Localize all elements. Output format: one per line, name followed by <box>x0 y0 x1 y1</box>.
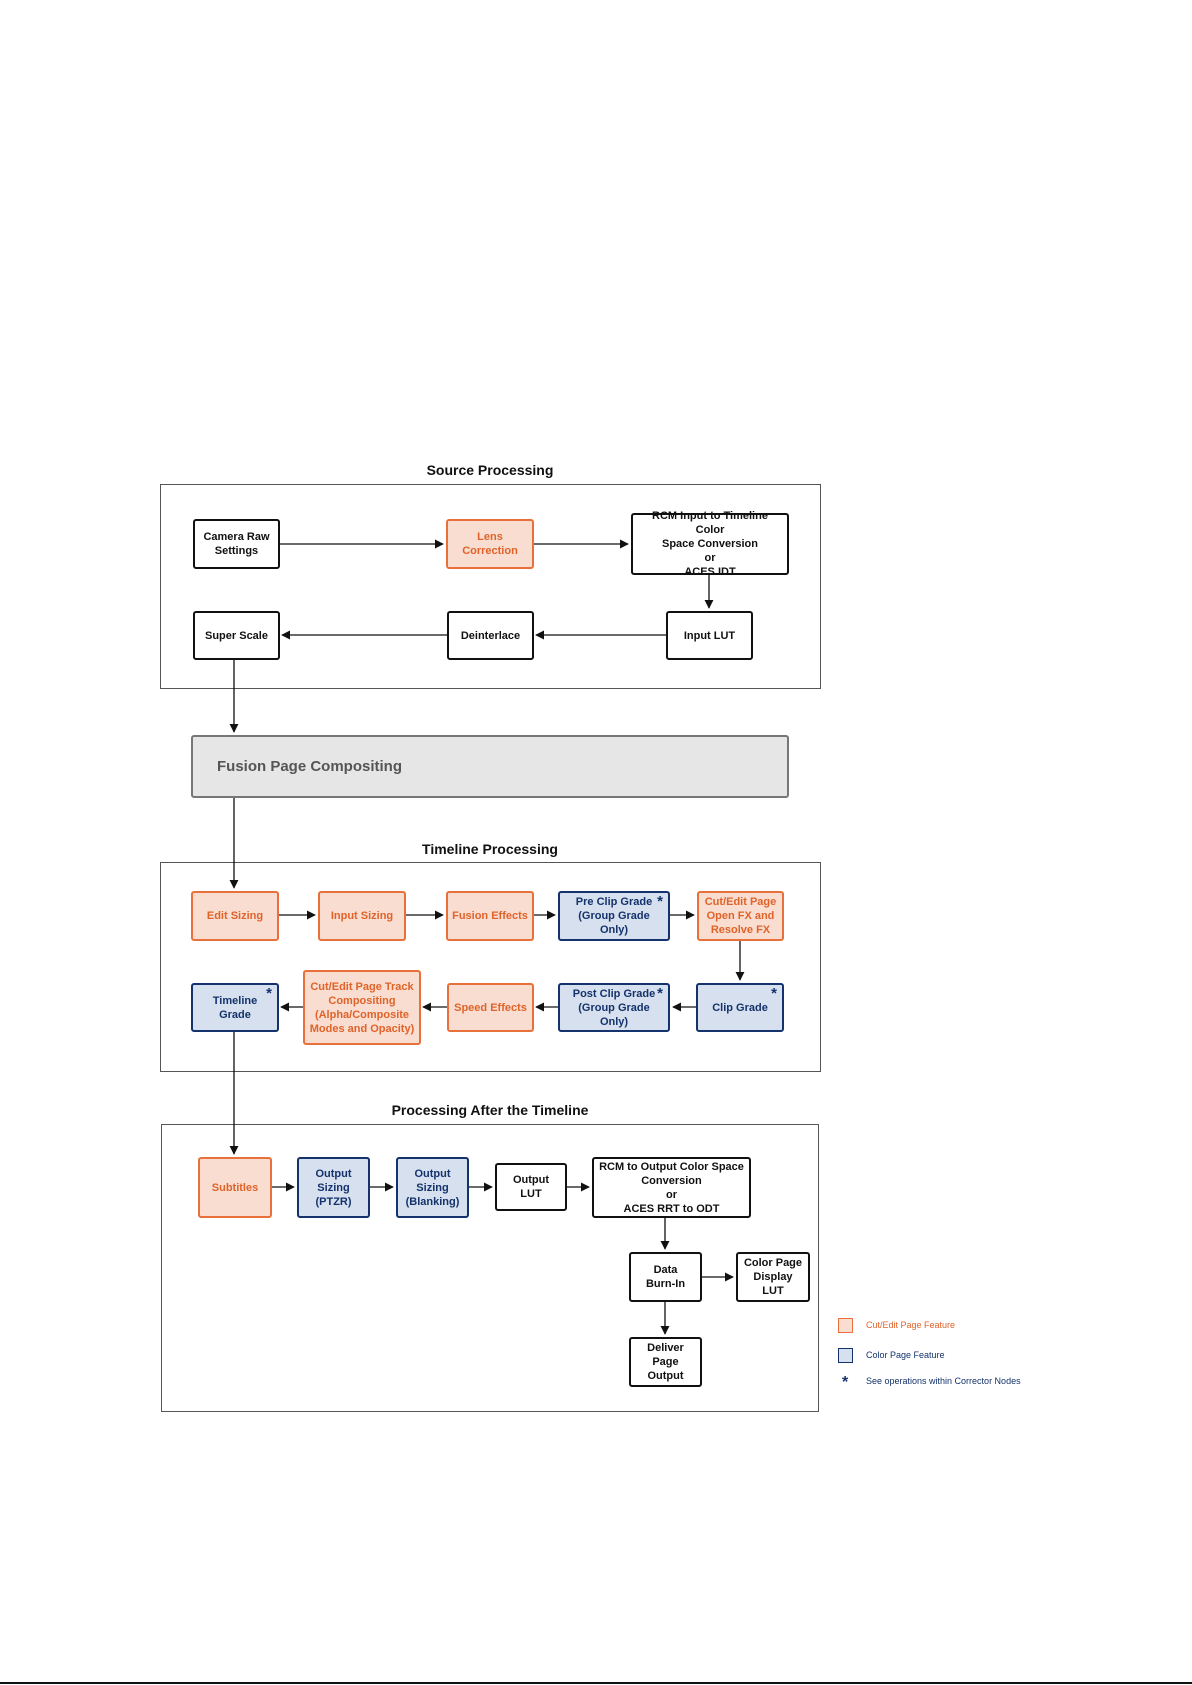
output-sizing-blanking-node: Output Sizing (Blanking) <box>396 1157 469 1218</box>
legend-cut-edit-label: Cut/Edit Page Feature <box>866 1320 956 1330</box>
output-lut-node: Output LUT <box>495 1163 567 1211</box>
rcm-input-conversion-node: RCM Input to Timeline Color Space Conver… <box>631 510 789 578</box>
clip-grade-label: Clip Grade <box>712 1001 768 1014</box>
legend-color-page-label: Color Page Feature <box>866 1350 945 1360</box>
corrector-star-icon: * <box>266 985 272 1002</box>
deliver-page-output-node: Deliver Page Output <box>629 1337 702 1387</box>
timeline-processing-title: Timeline Processing <box>422 841 558 857</box>
pre-clip-grade-node: Pre Clip Grade (Group Grade Only) * <box>558 891 670 941</box>
corrector-star-icon: * <box>657 893 663 910</box>
color-page-display-lut-node: Color Page Display LUT <box>736 1252 810 1302</box>
fusion-effects-node: Fusion Effects <box>446 891 534 941</box>
track-compositing-node: Cut/Edit Page Track Compositing (Alpha/C… <box>303 970 421 1045</box>
lens-correction-node: Lens Correction <box>446 519 534 569</box>
speed-effects-node: Speed Effects <box>447 983 534 1032</box>
timeline-grade-label: Timeline Grade <box>212 994 258 1021</box>
footer-rule <box>0 1682 1192 1684</box>
legend-color-page-swatch <box>838 1348 853 1363</box>
data-burn-in-node: Data Burn-In <box>629 1252 702 1302</box>
source-processing-title: Source Processing <box>426 462 554 478</box>
pre-clip-grade-label: Pre Clip Grade (Group Grade Only) <box>575 896 653 936</box>
source-processing-frame <box>160 484 821 689</box>
input-lut-node: Input LUT <box>666 611 753 660</box>
post-clip-grade-label: Post Clip Grade (Group Grade Only) <box>572 987 656 1028</box>
clip-grade-node: Clip Grade * <box>696 983 784 1032</box>
edit-sizing-node: Edit Sizing <box>191 891 279 941</box>
fusion-page-compositing-node: Fusion Page Compositing <box>191 735 789 798</box>
legend-cut-edit-swatch <box>838 1318 853 1333</box>
super-scale-node: Super Scale <box>193 611 280 660</box>
timeline-processing-frame <box>160 862 821 1072</box>
corrector-star-icon: * <box>657 985 663 1002</box>
deinterlace-node: Deinterlace <box>447 611 534 660</box>
after-timeline-title: Processing After the Timeline <box>391 1102 589 1118</box>
input-sizing-node: Input Sizing <box>318 891 406 941</box>
post-clip-grade-node: Post Clip Grade (Group Grade Only) * <box>558 983 670 1032</box>
timeline-grade-node: Timeline Grade * <box>191 983 279 1032</box>
subtitles-node: Subtitles <box>198 1157 272 1218</box>
camera-raw-settings-node: Camera Raw Settings <box>193 519 280 569</box>
rcm-output-conversion-node: RCM to Output Color Space Conversion or … <box>592 1157 751 1218</box>
legend-star-icon: * <box>842 1374 849 1391</box>
legend-corrector-label: See operations within Corrector Nodes <box>866 1376 1021 1386</box>
output-sizing-ptzr-node: Output Sizing (PTZR) <box>297 1157 370 1218</box>
corrector-star-icon: * <box>771 985 777 1002</box>
after-timeline-frame <box>161 1124 819 1412</box>
cut-edit-openfx-node: Cut/Edit Page Open FX and Resolve FX <box>697 891 784 941</box>
